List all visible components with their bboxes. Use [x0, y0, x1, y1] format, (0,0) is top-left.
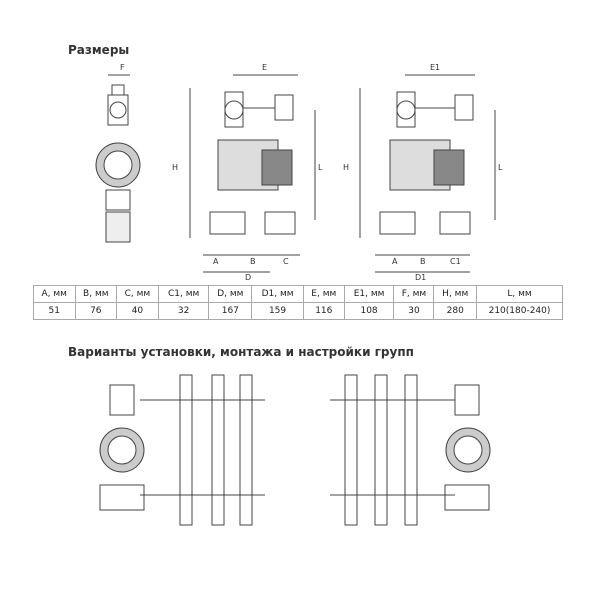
value-cell: 76: [74, 302, 118, 320]
dim-label-d1: D1: [415, 273, 426, 282]
dim-label-a-1: A: [213, 257, 219, 266]
value-cell: 32: [157, 302, 210, 320]
variants-heading: Варианты установки, монтажа и настройки …: [68, 345, 414, 359]
value-cell: 167: [208, 302, 253, 320]
header-cell: B, мм: [74, 285, 118, 303]
dim-label-d: D: [245, 273, 251, 282]
value-cell: 210(180-240): [476, 302, 563, 320]
installation-variant-left: [99, 374, 265, 526]
header-cell: A, мм: [33, 285, 76, 303]
dim-label-f: F: [120, 63, 125, 72]
header-cell: C1, мм: [157, 285, 210, 303]
installation-variant-right: [330, 374, 491, 526]
value-cell: 108: [343, 302, 395, 320]
header-cell: C, мм: [116, 285, 159, 303]
dim-label-h-2: H: [343, 163, 349, 172]
dim-label-e1: E1: [430, 63, 440, 72]
dimensions-heading: Размеры: [68, 43, 130, 57]
header-cell: D1, мм: [251, 285, 304, 303]
pump-group-side-view: [95, 74, 141, 243]
header-cell: L, мм: [476, 285, 563, 303]
dim-label-h-1: H: [172, 163, 178, 172]
dim-label-a-2: A: [392, 257, 398, 266]
header-cell: E1, мм: [343, 285, 395, 303]
value-cell: 280: [433, 302, 477, 320]
value-cell: 40: [116, 302, 159, 320]
pump-group-front-view: [189, 74, 316, 273]
pump-group-front-view-alt: [359, 74, 496, 273]
dim-label-b-2: B: [420, 257, 426, 266]
dim-label-c1: C1: [450, 257, 461, 266]
header-cell: D, мм: [208, 285, 253, 303]
dim-label-e: E: [262, 63, 267, 72]
value-cell: 51: [33, 302, 76, 320]
dim-label-l-2: L: [498, 163, 503, 172]
value-cell: 30: [393, 302, 435, 320]
value-cell: 159: [251, 302, 304, 320]
header-cell: E, мм: [302, 285, 345, 303]
dim-label-l-1: L: [318, 163, 323, 172]
dim-label-b-1: B: [250, 257, 256, 266]
header-cell: F, мм: [393, 285, 435, 303]
header-cell: H, мм: [433, 285, 477, 303]
dim-label-c: C: [283, 257, 289, 266]
value-cell: 116: [302, 302, 345, 320]
